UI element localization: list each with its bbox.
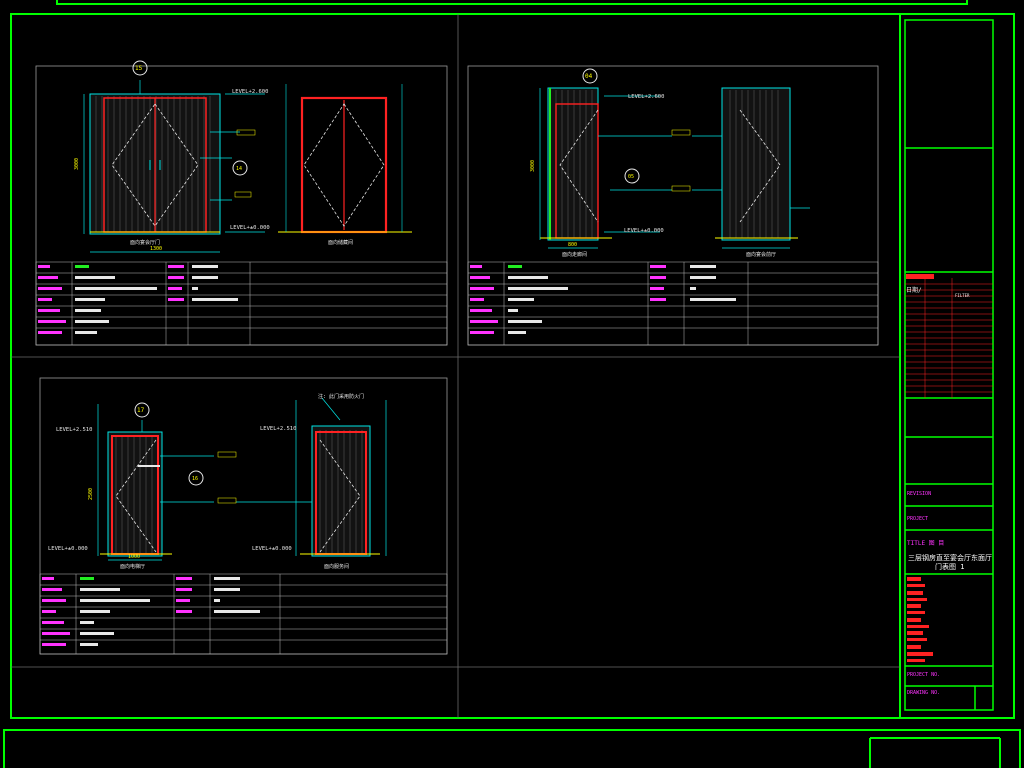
panel-b-schedule-labels [470,265,666,334]
revision-value: FILTER [955,293,970,298]
signoff-rows [907,577,933,662]
panel-a-level-top: LEVEL+2.600 [232,89,268,95]
panel-c-note: 注: 此门采用防火门 [318,393,364,400]
panel-a-caption-right: 面向储藏间 [328,239,353,246]
panel-c-tag-bubble [188,470,204,486]
panel-c-width-dim: 1000 [128,554,140,560]
panel-b-width-dim: 800 [568,242,577,248]
panel-a-level-bottom: LEVEL+±0.000 [230,225,270,231]
panel-b: 04 05 LEVEL+2.600 LEVEL+±0.000 800 3000 … [467,65,879,346]
panel-c-schedule-values [80,577,260,646]
panel-c-schedule [39,573,448,655]
panel-a-door-left [89,93,221,235]
sheet-frame [3,0,1021,768]
panel-b-tag-bubble [624,168,640,184]
panel-c-level-top-right: LEVEL+2.510 [260,426,296,432]
panel-c-level-bottom-right: LEVEL+±0.000 [252,546,292,552]
panel-b-height-dim: 3000 [530,160,536,172]
panel-b-caption-right: 面向宴会前厅 [746,251,776,258]
panel-b-level-top: LEVEL+2.600 [628,94,664,100]
panel-b-caption-left: 面向走廊间 [562,251,587,258]
drawing-title-line2: 门表图 1 [935,562,964,571]
sheet-dividers [11,14,900,718]
panel-a-ref-bubble [132,60,148,76]
panel-b-level-bottom: LEVEL+±0.000 [624,228,664,234]
panel-a-ref: 15 [135,65,143,72]
drawing-title-label: TITLE 图 目 [907,540,944,547]
panel-a-schedule [35,261,448,346]
date-label: 日期/ [906,286,922,294]
panel-a-height-dim: 3000 [74,158,80,170]
panel-c-height-dim: 2500 [88,488,94,500]
owner-label: PROJECT [907,516,928,522]
panel-b-schedule [467,261,879,346]
panel-c-door-right [300,425,380,557]
revision-header-fill [906,274,934,279]
panel-a-width-dim: 1300 [150,246,162,252]
panel-b-door-left [540,87,612,241]
panel-a-schedule-labels [38,265,184,334]
project-no-label: PROJECT NO. [907,672,940,678]
panel-a: 15 14 LEVEL+2.600 LEVEL+±0.000 1300 3000… [35,60,448,346]
drawing-title-line1: 三层钢房直至宴会厅东面厅 [908,553,992,562]
panel-a-schedule-values [75,265,238,334]
panel-c-caption-left: 面向电梯厅 [120,563,145,570]
panel-a-door-right [278,84,412,234]
panel-a-caption-left: 面向宴会厅门 [130,239,160,246]
panel-a-tag: 14 [236,166,242,172]
panel-b-door-right [715,87,798,241]
panel-c-level-bottom-left: LEVEL+±0.000 [48,546,88,552]
panel-a-tag-bubble [232,160,248,176]
revision-label: REVISION [907,491,931,497]
panel-b-ref-bubble [582,68,598,84]
panel-c: 17 16 LEVEL+2.510 LEVEL+2.510 LEVEL+±0.0… [39,377,448,655]
panel-b-ref: 04 [585,73,593,80]
panel-c-tag: 16 [192,476,198,482]
title-block: 日期/ FILTER REVISION PROJECT TITLE 图 目 三层… [904,19,994,711]
panel-c-schedule-labels [42,577,192,646]
panel-c-ref: 17 [137,407,145,414]
panel-c-caption-right: 面向服务间 [324,563,349,570]
panel-c-door-left [100,431,172,557]
drawing-no-label: DRAWING NO. [907,690,940,696]
panel-b-schedule-values [508,265,736,334]
panel-c-ref-bubble [134,402,150,418]
panel-b-tag: 05 [628,174,634,180]
panel-c-level-top-left: LEVEL+2.510 [56,427,92,433]
